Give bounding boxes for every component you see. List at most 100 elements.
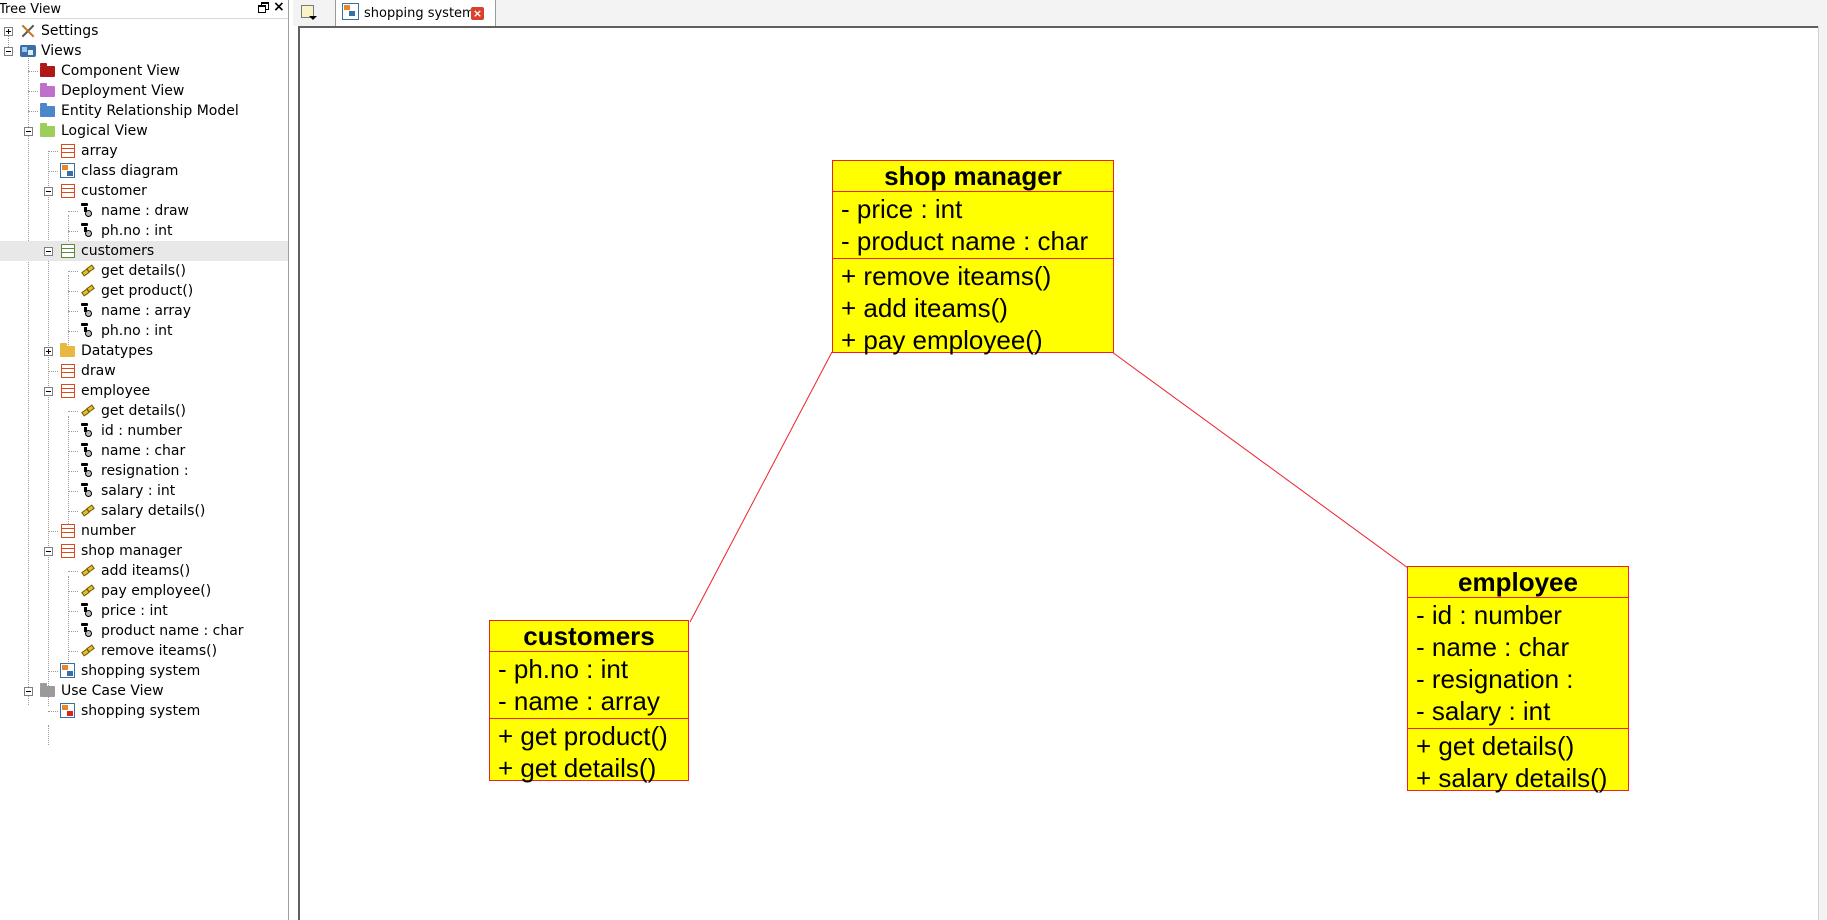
tree-item-attribute[interactable]: salary : int [0,481,288,501]
operation: + pay employee() [841,325,1043,355]
operation: + get product() [498,721,668,751]
collapse-toggle-icon[interactable] [24,687,33,696]
class-box-employee[interactable]: employee - id : number - name : char - r… [1407,566,1629,793]
expand-toggle-icon[interactable] [4,27,13,36]
collapse-toggle-icon[interactable] [44,547,53,556]
tree-item-entity-relationship-model[interactable]: Entity Relationship Model [0,101,288,121]
tab-shopping-system[interactable]: shopping system × [335,0,496,26]
association-shop-manager-employee [1111,351,1409,569]
operation-icon [80,263,96,279]
tree-item-operation[interactable]: get details() [0,261,288,281]
tree-item-attribute[interactable]: id : number [0,421,288,441]
collapse-toggle-icon[interactable] [24,127,33,136]
tree-item-attribute[interactable]: resignation : [0,461,288,481]
attribute: - id : number [1416,600,1562,630]
tree-item-shop-manager[interactable]: shop manager [0,541,288,561]
tree-item-label: name : char [101,443,186,459]
tree-item-deployment-view[interactable]: Deployment View [0,81,288,101]
tree-view-panel: Tree View × Settings Views Component Vie… [0,0,289,920]
class-box-shop-manager[interactable]: shop manager - price : int - product nam… [832,160,1114,355]
class-icon [60,523,76,539]
close-tab-icon[interactable]: × [471,7,484,20]
use-case-diagram-icon [60,703,76,719]
tree-item-label: resignation : [101,463,189,479]
tree-item-label: product name : char [101,623,244,639]
attribute-icon [80,323,96,339]
tree-item-label: shop manager [81,543,182,559]
tree-item-label: number [81,523,136,539]
tree-item-attribute[interactable]: name : draw [0,201,288,221]
tree-item-label: array [81,143,118,159]
attribute-icon [80,603,96,619]
attribute-icon [80,483,96,499]
collapse-toggle-icon[interactable] [44,387,53,396]
tree-item-shopping-system-diagram[interactable]: shopping system [0,661,288,681]
tree-item-draw[interactable]: draw [0,361,288,381]
tree-item-number[interactable]: number [0,521,288,541]
tab-list-dropdown-icon[interactable] [299,4,319,22]
tree-item-employee[interactable]: employee [0,381,288,401]
canvas-scroll-edge [1818,26,1827,920]
tree-item-operation[interactable]: add iteams() [0,561,288,581]
tree-item-label: get details() [101,263,187,279]
tree-item-attribute[interactable]: ph.no : int [0,321,288,341]
tree-item-component-view[interactable]: Component View [0,61,288,81]
tree-item-customer[interactable]: customer [0,181,288,201]
tree-item-logical-view[interactable]: Logical View [0,121,288,141]
tree-item-attribute[interactable]: ph.no : int [0,221,288,241]
tree-item-shopping-system-usecase[interactable]: shopping system [0,701,288,721]
attributes-compartment: - price : int - product name : char [833,192,1113,259]
class-icon [60,243,76,259]
logical-view-folder-icon [40,123,56,139]
restore-panel-icon[interactable] [258,2,269,13]
class-diagram-icon [60,663,76,679]
attribute: - name : char [1416,632,1570,662]
operation: + remove iteams() [841,261,1052,291]
tree-item-datatypes[interactable]: Datatypes [0,341,288,361]
close-panel-icon[interactable]: × [273,0,285,15]
operation-icon [80,403,96,419]
attribute: - price : int [841,194,963,224]
tree-item-label: id : number [101,423,183,439]
tree-item-views[interactable]: Views [0,41,288,61]
tree-item-attribute[interactable]: product name : char [0,621,288,641]
tree-item-operation[interactable]: remove iteams() [0,641,288,661]
tree-item-label: add iteams() [101,563,191,579]
tree-item-operation[interactable]: get product() [0,281,288,301]
attribute-icon [80,303,96,319]
tree-item-settings[interactable]: Settings [0,21,288,41]
class-icon [60,183,76,199]
expand-toggle-icon[interactable] [44,347,53,356]
class-name: employee [1408,567,1628,598]
attribute-icon [80,623,96,639]
tree-item-attribute[interactable]: price : int [0,601,288,621]
tree-item-label: customer [81,183,147,199]
operation-icon [80,583,96,599]
operation-icon [80,643,96,659]
tree-item-label: ph.no : int [101,323,173,339]
class-box-customers[interactable]: customers - ph.no : int - name : array +… [489,620,689,783]
datatypes-folder-icon [60,343,76,359]
tree-item-label: Views [41,43,82,59]
operation-icon [80,503,96,519]
operations-compartment: + get details() + salary details() [1408,729,1628,795]
tree-item-attribute[interactable]: name : array [0,301,288,321]
use-case-view-folder-icon [40,683,56,699]
tree-item-customers[interactable]: customers [0,241,288,261]
tree-item-class-diagram[interactable]: class diagram [0,161,288,181]
tree-item-label: Entity Relationship Model [61,103,239,119]
tree-item-label: shopping system [81,703,201,719]
diagram-canvas[interactable]: shop manager - price : int - product nam… [298,26,1818,920]
tree-item-operation[interactable]: get details() [0,401,288,421]
tree-item-label: remove iteams() [101,643,218,659]
editor-tab-bar: shopping system × [293,0,1827,26]
tree-item-array[interactable]: array [0,141,288,161]
tree-item-operation[interactable]: salary details() [0,501,288,521]
tree-item-use-case-view[interactable]: Use Case View [0,681,288,701]
collapse-toggle-icon[interactable] [44,247,53,256]
collapse-toggle-icon[interactable] [44,187,53,196]
tree-item-operation[interactable]: pay employee() [0,581,288,601]
collapse-toggle-icon[interactable] [4,47,13,56]
tree-item-label: salary details() [101,503,206,519]
tree-item-attribute[interactable]: name : char [0,441,288,461]
